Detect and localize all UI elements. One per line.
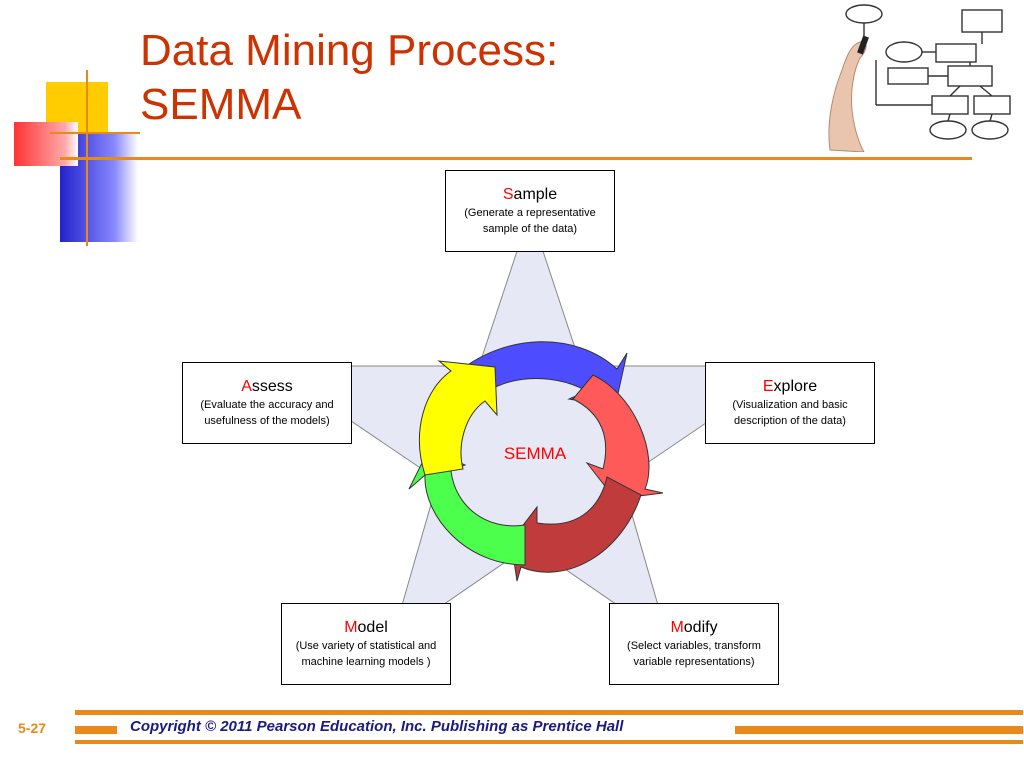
step-description-line-2: machine learning models ) [301, 656, 431, 668]
arrow-modify [510, 476, 642, 582]
slide-number: 5-27 [18, 720, 47, 736]
step-description-line-2: description of the data) [734, 415, 846, 427]
step-description-line-2: usefulness of the models) [204, 415, 330, 427]
title-divider [60, 157, 972, 160]
hand-drawing-flowchart-illustration [828, 4, 1011, 152]
step-description-line-1: (Select variables, transform [627, 640, 761, 652]
step-box-model: Model (Use variety of statistical and ma… [281, 603, 451, 685]
decor-squares [0, 60, 150, 246]
step-initial: E [762, 378, 774, 395]
step-title-rest: xplore [773, 378, 818, 395]
arrow-sample [456, 341, 628, 408]
footer-bar-top [75, 710, 1023, 715]
step-title: Modify [610, 618, 778, 638]
step-title-rest: odel [357, 619, 388, 636]
step-title: Sample [446, 185, 614, 205]
step-initial: M [344, 619, 358, 636]
footer-bar-right [735, 726, 1023, 734]
step-title: Model [282, 618, 450, 638]
step-initial: M [670, 619, 684, 636]
step-box-explore: Explore (Visualization and basic descrip… [705, 362, 875, 444]
step-title-rest: odify [683, 619, 718, 636]
step-box-assess: Assess (Evaluate the accuracy and useful… [182, 362, 352, 444]
copyright-text: Copyright © 2011 Pearson Education, Inc.… [130, 718, 624, 735]
cycle-center-label: SEMMA [503, 444, 567, 463]
step-initial: S [502, 186, 514, 203]
title-line-1: Data Mining Process: [140, 26, 559, 75]
step-description-line-1: (Generate a representative [464, 207, 596, 219]
arrow-model [408, 448, 526, 566]
step-description-line-2: sample of the data) [482, 223, 578, 235]
step-description-line-1: (Evaluate the accuracy and [200, 399, 334, 411]
step-title: Assess [183, 377, 351, 397]
step-box-modify: Modify (Select variables, transform vari… [609, 603, 779, 685]
step-description-line-1: (Use variety of statistical and [295, 640, 437, 652]
footer-bar-left [75, 726, 117, 734]
step-title-rest: ssess [251, 378, 293, 395]
cycle-arrows [408, 341, 664, 582]
step-box-sample: Sample (Generate a representative sample… [445, 170, 615, 252]
step-description-line-2: variable representations) [633, 656, 755, 668]
step-title-rest: ample [513, 186, 558, 203]
step-description-line-1: (Visualization and basic [732, 399, 848, 411]
title-line-2: SEMMA [140, 80, 302, 129]
page-title: Data Mining Process: SEMMA [140, 24, 558, 132]
arrow-assess [419, 360, 498, 476]
step-initial: A [241, 378, 252, 395]
footer-bar-bottom [75, 740, 1023, 744]
step-title: Explore [706, 377, 874, 397]
arrow-explore [572, 374, 664, 500]
